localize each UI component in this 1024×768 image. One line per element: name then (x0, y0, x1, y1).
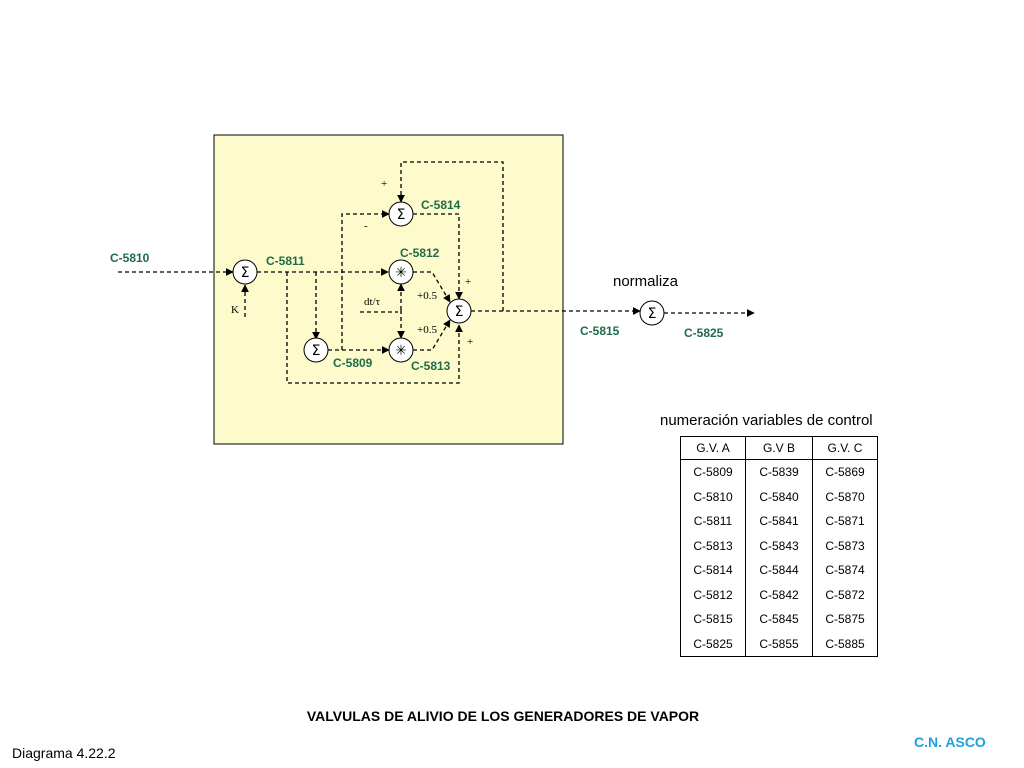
sum-node-1 (232, 259, 258, 285)
code-c5815: C-5815 (580, 324, 620, 338)
control-diagram: Σ Σ ✳ Σ Σ ✳ Σ + - + + +0.5 +0.5 dt/τ K C… (110, 134, 873, 445)
table-cell: C-5813 (680, 533, 746, 558)
table-row: C-5812 C-5842 C-5872 (680, 582, 878, 607)
code-c5825: C-5825 (684, 326, 724, 340)
code-c5810: C-5810 (110, 251, 150, 265)
table-cell: C-5870 (825, 489, 865, 504)
table-cell: C-5841 (745, 509, 813, 534)
code-c5813: C-5813 (411, 359, 451, 373)
line-to-s2 (341, 210, 390, 350)
line-m1-s4 (413, 271, 451, 303)
table-cell: C-5842 (745, 582, 813, 607)
table-cell: C-5873 (825, 538, 865, 553)
normaliza-label: normaliza (613, 273, 679, 290)
column-header: G.V. A (680, 436, 746, 460)
process-box (213, 134, 564, 445)
gain-half: +0.5 (417, 290, 437, 302)
table-row: C-5813 C-5843 C-5873 (680, 533, 878, 558)
sum-symbol: Σ (397, 207, 406, 223)
sum-node-3 (303, 337, 329, 363)
code-c5814: C-5814 (421, 198, 461, 212)
table-cell: C-5845 (745, 607, 813, 632)
table-cell: C-5855 (745, 631, 813, 657)
table-cell: C-5844 (745, 558, 813, 583)
table-cell: C-5839 (745, 459, 813, 485)
mult-symbol: ✳ (395, 343, 407, 359)
diagram-id: Diagrama 4.22.2 (12, 745, 116, 761)
k-label: K (231, 304, 239, 316)
sign-plus: + (465, 276, 471, 288)
table-row: C-5811 C-5841 C-5871 (680, 509, 878, 534)
table-title: numeración variables de control (660, 412, 873, 429)
mult-node-2 (388, 337, 414, 363)
column-header: G.V B (745, 436, 813, 460)
code-c5809: C-5809 (333, 356, 373, 370)
column-header: G.V. C (812, 436, 878, 460)
line-bottom-loop (286, 272, 463, 384)
sum-symbol: Σ (312, 343, 321, 359)
table-cell: C-5840 (745, 484, 813, 509)
gain-half: +0.5 (417, 324, 437, 336)
table-cell: C-5825 (680, 631, 746, 657)
table-cell: C-5843 (745, 533, 813, 558)
sign-minus: - (364, 220, 368, 232)
table-cell: C-5810 (680, 484, 746, 509)
mult-symbol: ✳ (395, 265, 407, 281)
control-variables-table: G.V. A G.V B G.V. C C-5809 C-5839 C-5869… (680, 436, 878, 657)
table-cell: C-5869 (825, 465, 865, 480)
mult-node-1 (388, 259, 414, 285)
table-cell: C-5815 (680, 607, 746, 632)
table-row: C-5814 C-5844 C-5874 (680, 558, 878, 583)
sum-symbol: Σ (241, 265, 250, 281)
table-row: C-5815 C-5845 C-5875 (680, 607, 878, 632)
table-cell: C-5812 (680, 582, 746, 607)
table-cell: C-5885 (825, 636, 865, 651)
table-header-row: G.V. A G.V B G.V. C (680, 436, 878, 460)
dt-tau-label: dt/τ (364, 296, 381, 308)
code-c5811: C-5811 (266, 254, 305, 268)
line-m2-s4 (413, 319, 451, 351)
table-row: C-5810 C-5840 C-5870 (680, 484, 878, 509)
line-top-loop (397, 161, 504, 311)
table-cell: C-5811 (680, 509, 746, 534)
organization-label: C.N. ASCO (914, 734, 986, 750)
sum-node-2 (388, 201, 414, 227)
table-cell: C-5874 (825, 563, 865, 578)
line-s2-s4 (413, 213, 463, 300)
sum-symbol: Σ (648, 306, 657, 322)
table-cell: C-5875 (825, 612, 865, 627)
sum-node-out (639, 300, 665, 326)
sum-symbol: Σ (455, 304, 464, 320)
sign-plus: + (381, 178, 387, 190)
sum-node-4 (446, 298, 472, 324)
code-c5812: C-5812 (400, 246, 440, 260)
page-title: VALVULAS DE ALIVIO DE LOS GENERADORES DE… (306, 708, 700, 724)
table-row: C-5809 C-5839 C-5869 (680, 459, 878, 485)
table-cell: C-5871 (825, 514, 865, 529)
table-row: C-5825 C-5855 C-5885 (680, 631, 878, 657)
table-cell: C-5872 (825, 587, 865, 602)
table-cell: C-5814 (680, 558, 746, 583)
table-cell: C-5809 (680, 459, 746, 485)
sign-plus: + (467, 336, 473, 348)
